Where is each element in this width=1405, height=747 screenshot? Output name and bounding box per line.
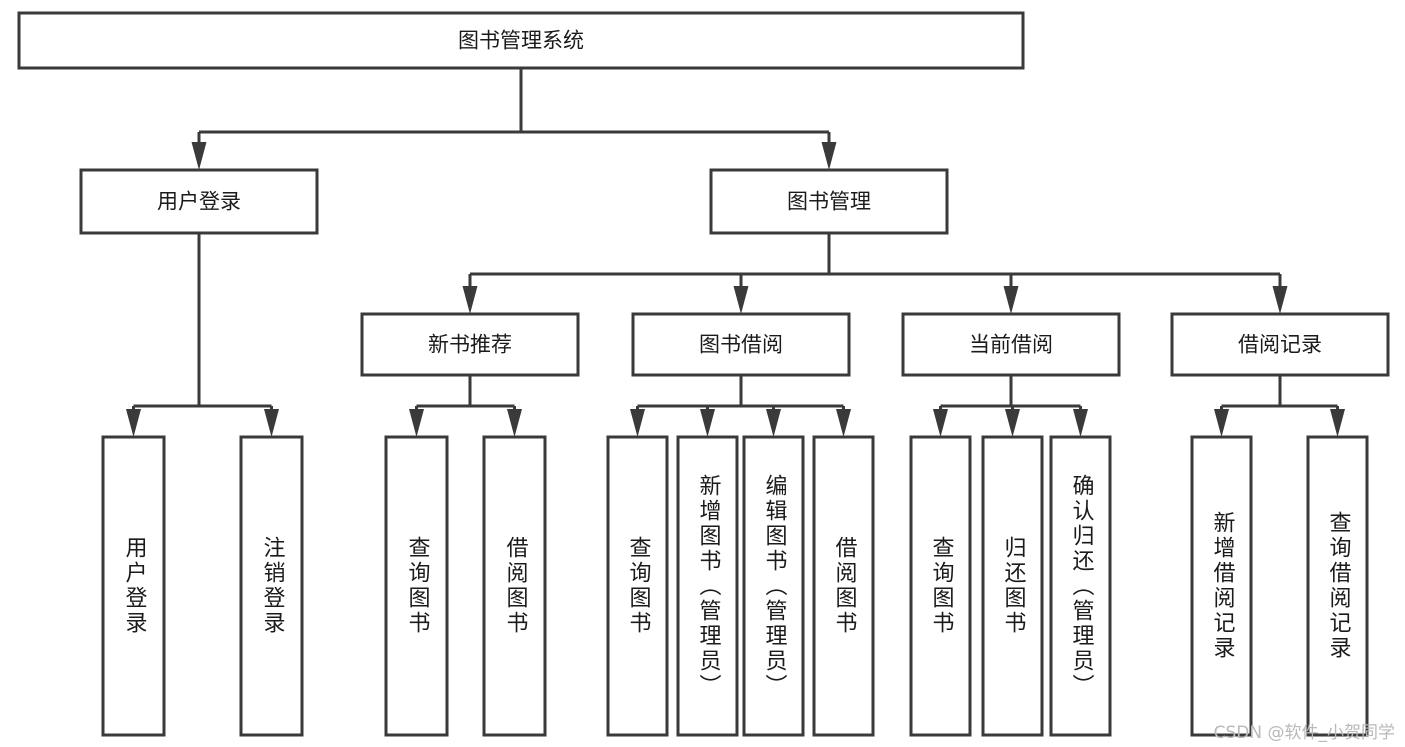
- watermark: CSDN @软件_小贺同学: [1213, 723, 1395, 743]
- arrow-l3-3-0: [1214, 409, 1229, 437]
- node-box-借阅记录[interactable]: [1170, 312, 1390, 377]
- arrow-root-0: [191, 142, 207, 170]
- node-box-用户登录[interactable]: [79, 168, 319, 235]
- connector-layer: [126, 68, 1345, 437]
- arrow-l3-3-1: [1330, 409, 1345, 437]
- arrow-login-1: [264, 409, 279, 437]
- leaf-box-用户登录-注销登录[interactable]: [239, 435, 304, 737]
- arrow-l3-1-2: [766, 409, 781, 437]
- leaf-box-用户登录-用户登录[interactable]: [101, 435, 166, 737]
- leaf-box-图书借阅-新增图书管理员[interactable]: [676, 435, 739, 737]
- node-label-图书管理: 图书管理: [787, 190, 871, 214]
- node-box-图书借阅[interactable]: [631, 312, 851, 377]
- arrow-l3-2-0: [933, 409, 948, 437]
- arrow-login-0: [126, 409, 141, 437]
- arrow-root-1: [821, 142, 837, 170]
- arrow-mgmt-3: [1272, 286, 1288, 314]
- leaf-box-图书借阅-借阅图书[interactable]: [812, 435, 875, 737]
- leaf-box-新书推荐-查询图书[interactable]: [384, 435, 449, 737]
- node-label-root: 图书管理系统: [458, 29, 584, 53]
- leaf-box-当前借阅-归还图书[interactable]: [981, 435, 1044, 737]
- leaf-box-图书借阅-编辑图书管理员[interactable]: [742, 435, 805, 737]
- arrow-l3-1-1: [700, 409, 715, 437]
- node-box-图书管理[interactable]: [709, 168, 949, 235]
- arrow-l3-1-0: [630, 409, 645, 437]
- arrow-mgmt-2: [1003, 286, 1019, 314]
- node-label-当前借阅: 当前借阅: [969, 333, 1053, 357]
- arrow-mgmt-1: [733, 286, 749, 314]
- node-label-用户登录: 用户登录: [157, 190, 241, 214]
- node-label-借阅记录: 借阅记录: [1238, 333, 1322, 357]
- arrow-l3-0-0: [409, 409, 424, 437]
- arrow-l3-2-1: [1005, 409, 1020, 437]
- node-box-新书推荐[interactable]: [360, 312, 580, 377]
- node-box-当前借阅[interactable]: [901, 312, 1121, 377]
- arrow-l3-0-1: [507, 409, 522, 437]
- node-label-新书推荐: 新书推荐: [428, 333, 512, 357]
- arrow-mgmt-0: [462, 286, 478, 314]
- leaf-box-当前借阅-确认归还管理员[interactable]: [1049, 435, 1112, 737]
- arrow-l3-2-2: [1073, 409, 1088, 437]
- leaf-box-借阅记录-新增借阅记录[interactable]: [1190, 435, 1253, 737]
- leaf-box-当前借阅-查询图书[interactable]: [909, 435, 972, 737]
- node-box-layer: [17, 11, 1390, 737]
- leaf-box-借阅记录-查询借阅记录[interactable]: [1306, 435, 1369, 737]
- leaf-box-图书借阅-查询图书[interactable]: [606, 435, 669, 737]
- leaf-box-新书推荐-借阅图书[interactable]: [482, 435, 547, 737]
- node-label-图书借阅: 图书借阅: [699, 333, 783, 357]
- arrow-l3-1-3: [836, 409, 851, 437]
- node-box-root[interactable]: [17, 11, 1025, 70]
